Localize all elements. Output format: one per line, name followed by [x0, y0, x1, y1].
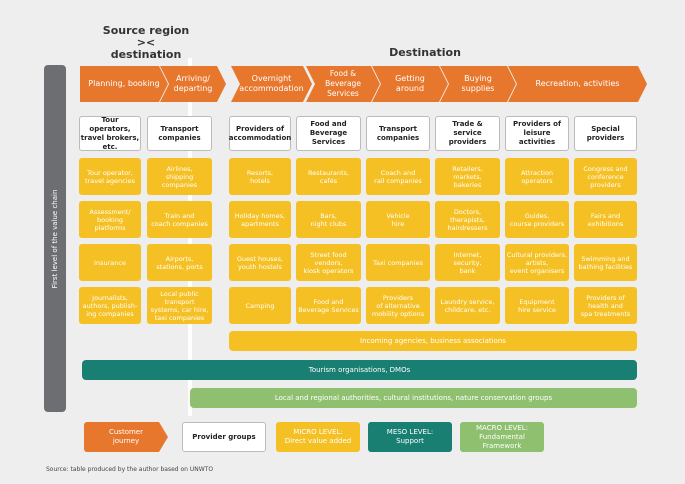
- micro-card: Swimming and bathing facilities: [574, 244, 637, 281]
- micro-card: Airlines, shipping companies: [147, 158, 212, 195]
- micro-card: Coach and rail companies: [366, 158, 430, 195]
- micro-card: Cultural providers, artists, event organ…: [505, 244, 569, 281]
- micro-card: Insurance: [79, 244, 141, 281]
- micro-card: Camping: [229, 287, 291, 324]
- incoming-agencies-band: Incoming agencies, business associations: [229, 331, 637, 351]
- micro-card: Restaurants, cafés: [296, 158, 361, 195]
- micro-card: Food and Beverage Services: [296, 287, 361, 324]
- micro-card: Journalists, authors, publish- ing compa…: [79, 287, 141, 324]
- micro-card: Equipment hire service: [505, 287, 569, 324]
- micro-card: Resorts, hotels: [229, 158, 291, 195]
- micro-card: Street food vendors, kiosk operators: [296, 244, 361, 281]
- micro-card: Providers of alternative mobility option…: [366, 287, 430, 324]
- micro-card: Vehicle hire: [366, 201, 430, 238]
- value-chain-level-label: First level of the value chain: [51, 189, 59, 288]
- legend-provider-groups: Provider groups: [182, 422, 266, 452]
- micro-card: Doctors, therapists, hairdressers: [435, 201, 500, 238]
- journey-step-food: Food & Beverage Services: [306, 66, 380, 102]
- legend-micro-level: MICRO LEVEL: Direct value added: [276, 422, 360, 452]
- journey-step-getting-around: Getting around: [372, 66, 448, 102]
- value-chain-level-bar: First level of the value chain: [44, 65, 66, 412]
- provider-food-beverage: Food and Beverage Services: [296, 116, 361, 151]
- journey-step-buying: Buying supplies: [440, 66, 516, 102]
- provider-transport-source: Transport companies: [147, 116, 212, 151]
- provider-special: Special providers: [574, 116, 637, 151]
- micro-card: Local public transport systems, car hire…: [147, 287, 212, 324]
- micro-card: Holiday homes, apartments: [229, 201, 291, 238]
- journey-step-overnight: Overnight accommodation: [231, 66, 312, 102]
- legend-customer-journey: Customer journey: [84, 422, 168, 452]
- micro-card: Train and coach companies: [147, 201, 212, 238]
- micro-card: Guides, course providers: [505, 201, 569, 238]
- micro-card: Congress and conference providers: [574, 158, 637, 195]
- source-note: Source: table produced by the author bas…: [46, 466, 214, 473]
- provider-leisure: Providers of leisure activities: [505, 116, 569, 151]
- legend-macro-level: MACRO LEVEL: Fundamental Framework: [460, 422, 544, 452]
- journey-step-arriving: Arriving/ departing: [160, 66, 226, 102]
- micro-card: Providers of health and spa treatments: [574, 287, 637, 324]
- journey-step-planning: Planning, booking: [80, 66, 168, 102]
- micro-card: Taxi companies: [366, 244, 430, 281]
- micro-card: Attraction operators: [505, 158, 569, 195]
- provider-trade-service: Trade & service providers: [435, 116, 500, 151]
- provider-tour-operators: Tour operators, travel brokers, etc.: [79, 115, 141, 151]
- destination-header: Destination: [389, 46, 461, 59]
- micro-card: Bars, night clubs: [296, 201, 361, 238]
- micro-card: Internet, security, bank: [435, 244, 500, 281]
- journey-step-recreation: Recreation, activities: [508, 66, 647, 102]
- micro-card: Airports, stations, ports: [147, 244, 212, 281]
- tourism-organisations-band: Tourism organisations, DMOs: [82, 360, 637, 380]
- local-authorities-band: Local and regional authorities, cultural…: [190, 388, 637, 408]
- micro-card: Laundry service, childcare, etc.: [435, 287, 500, 324]
- micro-card: Assessment/ booking platforms: [79, 201, 141, 238]
- provider-transport-destination: Transport companies: [366, 116, 430, 151]
- micro-card: Tour operator, travel agencies: [79, 158, 141, 195]
- provider-accommodation: Providers of accommodation: [229, 116, 291, 151]
- micro-card: Fairs and exhibitions: [574, 201, 637, 238]
- micro-card: Guest houses, youth hostels: [229, 244, 291, 281]
- legend-meso-level: MESO LEVEL: Support: [368, 422, 452, 452]
- micro-card: Retailers, markets, bakeries: [435, 158, 500, 195]
- source-region-header: Source region >< destination: [102, 24, 190, 61]
